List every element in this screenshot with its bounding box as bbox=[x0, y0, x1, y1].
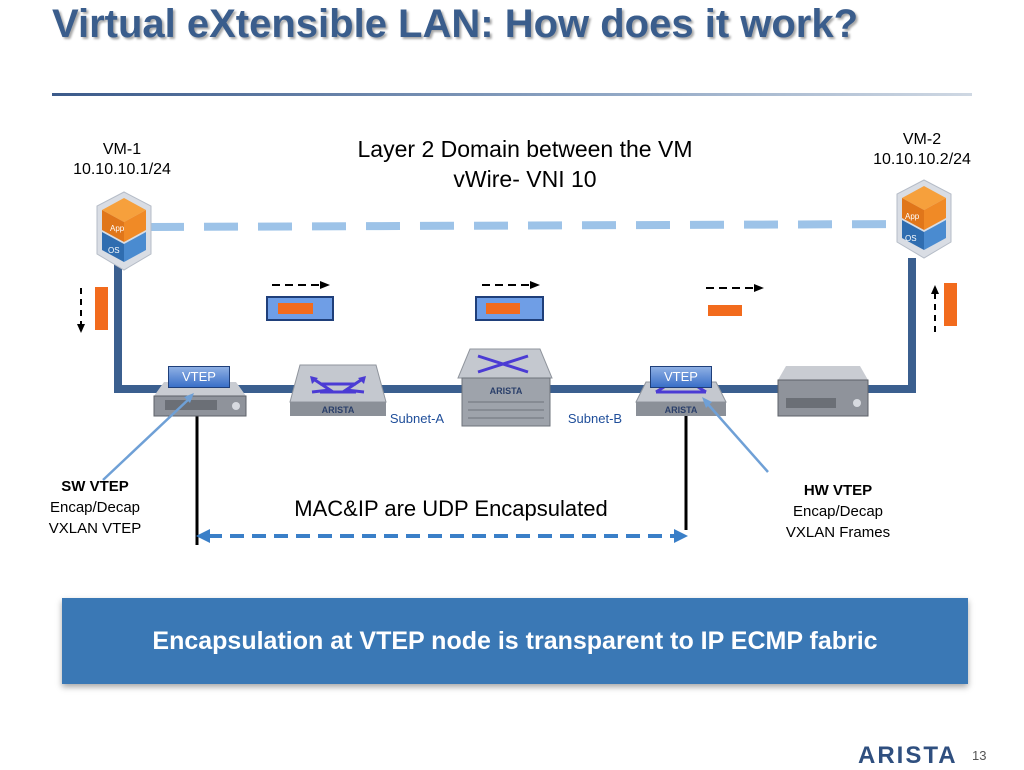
vm2-ip: 10.10.10.2/24 bbox=[873, 151, 971, 168]
domain-label: Layer 2 Domain between the VM vWire- VNI… bbox=[320, 134, 730, 194]
vwire-dashed-line bbox=[149, 220, 911, 231]
server-right bbox=[777, 366, 869, 417]
switch-a: ARISTA bbox=[289, 364, 387, 416]
vm2-frame bbox=[944, 283, 957, 326]
decapsulated-frame bbox=[706, 284, 764, 316]
spine-brand: ARISTA bbox=[490, 386, 523, 396]
subnet-a-label: Subnet-A bbox=[389, 411, 445, 426]
vm1-name: VM-1 bbox=[102, 141, 142, 158]
switch-a-brand: ARISTA bbox=[322, 405, 355, 415]
vm1-down-arrow bbox=[77, 288, 85, 333]
hw-vtep-line2: VXLAN Frames bbox=[785, 524, 891, 541]
sw-vtep-line2: VXLAN VTEP bbox=[48, 520, 142, 537]
vm1-icon-app-text: App bbox=[110, 224, 125, 233]
hw-vtep-title: HW VTEP bbox=[803, 482, 873, 499]
domain-line2: vWire- VNI 10 bbox=[453, 166, 597, 192]
spine-chassis: ARISTA bbox=[457, 348, 553, 427]
hw-vtep-callout-arrow bbox=[702, 397, 769, 473]
slide-title: Virtual eXtensible LAN: How does it work… bbox=[52, 2, 859, 46]
vm1-icon-os-text: OS bbox=[108, 246, 120, 255]
vtep-right-brand: ARISTA bbox=[665, 405, 698, 415]
vm1-label: VM-1 10.10.10.1/24 bbox=[52, 140, 192, 180]
sw-vtep-line1: Encap/Decap bbox=[49, 499, 141, 516]
encapsulated-frame-2 bbox=[475, 281, 544, 321]
summary-banner-text: Encapsulation at VTEP node is transparen… bbox=[152, 626, 878, 655]
encap-label: MAC&IP are UDP Encapsulated bbox=[294, 496, 608, 521]
hw-vtep-label: HW VTEP Encap/Decap VXLAN Frames bbox=[768, 480, 908, 543]
vm2-icon-os-text: OS bbox=[905, 234, 917, 243]
vm1-ip: 10.10.10.1/24 bbox=[73, 161, 171, 178]
hw-vtep-line1: Encap/Decap bbox=[792, 503, 884, 520]
domain-line1: Layer 2 Domain between the VM bbox=[357, 136, 693, 162]
vm2-label: VM-2 10.10.10.2/24 bbox=[852, 130, 992, 170]
vm1-frame bbox=[95, 287, 108, 330]
sw-vtep-callout-arrow bbox=[102, 393, 194, 481]
vm2-name: VM-2 bbox=[902, 131, 942, 148]
page-number: 13 bbox=[972, 748, 987, 763]
vtep-right-tag: VTEP bbox=[650, 366, 712, 388]
subnet-b-label: Subnet-B bbox=[567, 411, 623, 426]
encap-double-arrow bbox=[196, 529, 688, 543]
title-divider bbox=[52, 93, 972, 96]
vm1-icon: App OS bbox=[96, 191, 152, 271]
vm2-icon: App OS bbox=[896, 179, 952, 259]
sw-vtep-title: SW VTEP bbox=[61, 478, 129, 495]
vtep-left-tag: VTEP bbox=[168, 366, 230, 388]
summary-banner: Encapsulation at VTEP node is transparen… bbox=[62, 598, 968, 684]
vm2-up-arrow bbox=[931, 285, 939, 333]
vm2-icon-app-text: App bbox=[905, 212, 920, 221]
arista-logo: ARISTA bbox=[858, 742, 958, 769]
encapsulated-frame-1 bbox=[266, 281, 334, 321]
sw-vtep-label: SW VTEP Encap/Decap VXLAN VTEP bbox=[30, 476, 160, 539]
